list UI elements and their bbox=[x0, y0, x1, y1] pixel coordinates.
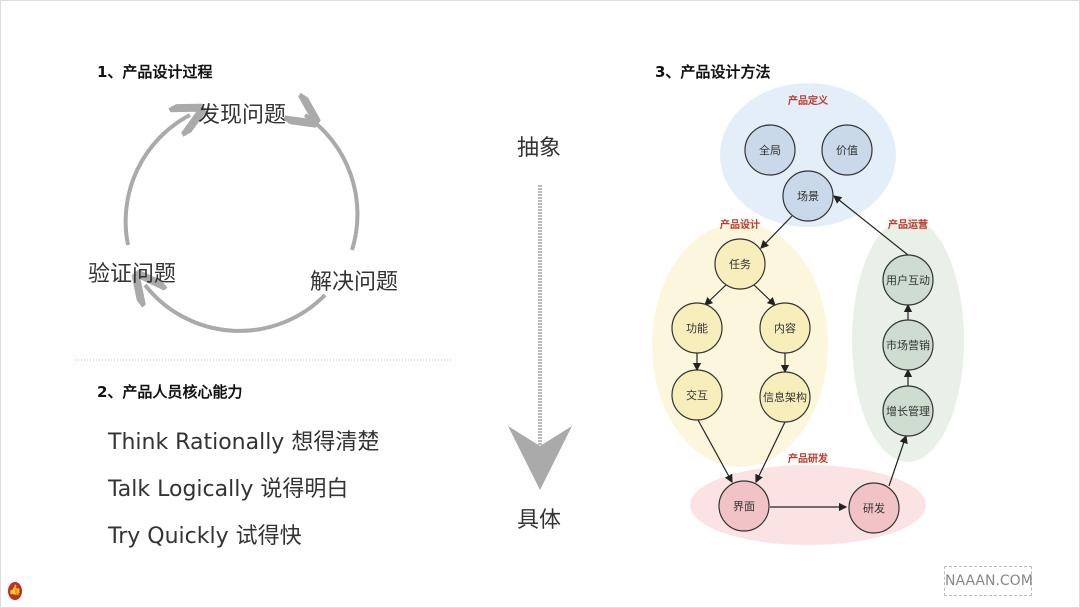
node-label: 信息架构 bbox=[763, 390, 807, 404]
node-label: 场景 bbox=[797, 189, 819, 203]
section1-title: 1、产品设计过程 bbox=[97, 63, 213, 81]
edge bbox=[755, 421, 786, 484]
node-dev bbox=[848, 482, 900, 534]
cycle-step-solve: 解决问题 bbox=[310, 270, 399, 295]
cycle-step-verify: 验证问题 bbox=[88, 262, 177, 287]
node-label: 研发 bbox=[863, 501, 885, 515]
node-label: 内容 bbox=[774, 321, 796, 335]
node-value bbox=[821, 124, 873, 176]
node-label: 界面 bbox=[733, 500, 755, 513]
node-label: 任务 bbox=[729, 258, 751, 271]
node-marketing bbox=[882, 319, 934, 371]
abstract-label: 抽象 bbox=[517, 136, 562, 161]
node-label: 增长管理 bbox=[886, 404, 930, 418]
section3-title: 3、产品设计方法 bbox=[655, 63, 771, 81]
cycle-arc-left bbox=[123, 115, 190, 246]
edge bbox=[697, 419, 733, 484]
watermark-logo: NAAAN.COM bbox=[944, 566, 1033, 596]
node-label: 价值 bbox=[836, 144, 858, 157]
node-label: 功能 bbox=[686, 321, 708, 335]
group-label-design: 产品设计 bbox=[720, 218, 760, 231]
node-label: 交互 bbox=[686, 388, 708, 402]
node-growth bbox=[882, 385, 934, 437]
edges bbox=[692, 195, 913, 512]
edge bbox=[704, 283, 728, 306]
group-definition-bg bbox=[720, 83, 896, 227]
edge bbox=[752, 283, 776, 306]
thumbs-up-icon[interactable]: 👍 bbox=[8, 582, 22, 600]
node-content bbox=[759, 302, 811, 354]
node-task bbox=[714, 238, 766, 290]
node-scene bbox=[782, 170, 834, 222]
node-label: 用户互动 bbox=[886, 273, 930, 287]
node-label: 市场营销 bbox=[886, 338, 930, 352]
node-ia bbox=[759, 371, 811, 423]
ability-item: Talk Logically 说得明白 bbox=[108, 477, 349, 502]
group-label-rnd: 产品研发 bbox=[788, 452, 829, 465]
group-label-definition: 产品定义 bbox=[788, 94, 829, 107]
cycle-step-discover: 发现问题 bbox=[198, 103, 287, 128]
group-label-operation: 产品运营 bbox=[888, 218, 928, 231]
node-function bbox=[671, 302, 723, 354]
section2-title: 2、产品人员核心能力 bbox=[97, 383, 243, 401]
node-interaction bbox=[671, 369, 723, 421]
edge bbox=[760, 215, 793, 249]
node-ui bbox=[718, 480, 770, 532]
node-label: 全局 bbox=[759, 143, 781, 157]
node-engagement bbox=[882, 254, 934, 306]
cycle-arc-right bbox=[305, 115, 360, 251]
node-global bbox=[744, 124, 796, 176]
concrete-label: 具体 bbox=[517, 508, 562, 533]
edge bbox=[833, 195, 909, 256]
cycle-arc-bottom bbox=[145, 285, 327, 333]
edge bbox=[888, 434, 908, 487]
ability-item: Think Rationally 想得清楚 bbox=[108, 430, 380, 455]
ability-item: Try Quickly 试得快 bbox=[108, 524, 302, 549]
